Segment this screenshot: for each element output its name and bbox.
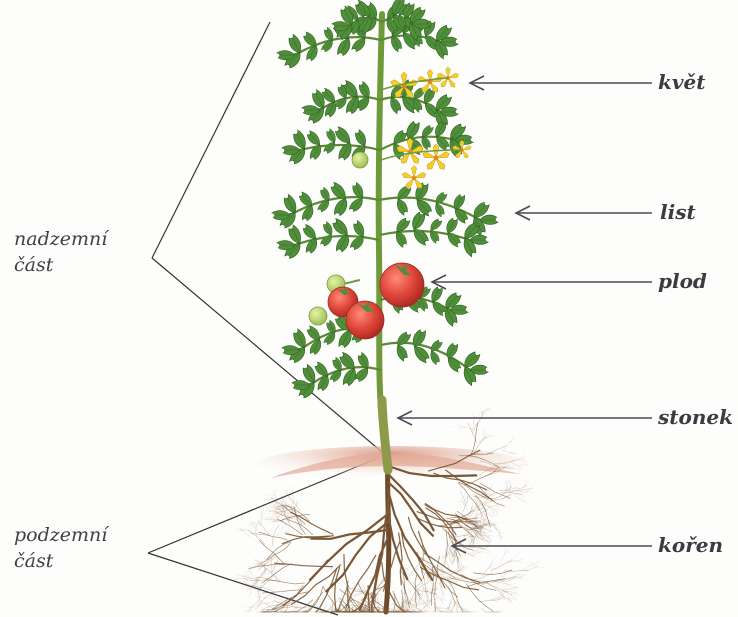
compound-leaf — [292, 351, 381, 401]
arrow-flower — [470, 76, 652, 90]
below-ground-label: podzemní část — [14, 522, 107, 574]
flower — [437, 67, 460, 89]
compound-leaf — [302, 79, 380, 126]
above-ground-label-line1: nadzemní — [14, 226, 107, 252]
compound-leaf — [272, 181, 379, 231]
arrow-root — [452, 539, 652, 553]
arrow-fruit — [432, 275, 652, 289]
compound-leaf — [381, 327, 488, 386]
compound-leaf — [380, 210, 488, 258]
unripe-fruit — [309, 307, 327, 325]
leaf-label: list — [660, 200, 696, 224]
below-ground-label-line1: podzemní — [14, 522, 107, 548]
compound-leaf — [332, 0, 382, 42]
above-ground-label: nadzemní část — [14, 226, 107, 278]
above-ground-label-line2: část — [14, 252, 107, 278]
fruit-label: plod — [658, 269, 707, 293]
flower-label: květ — [658, 70, 705, 94]
arrow-leaf — [516, 206, 652, 220]
compound-leaf — [380, 77, 458, 129]
foliage — [272, 0, 498, 401]
arrow-stem — [398, 411, 652, 425]
below-ground-label-line2: část — [14, 548, 107, 574]
stem-label: stonek — [658, 405, 733, 429]
root-label: kořen — [658, 533, 723, 557]
